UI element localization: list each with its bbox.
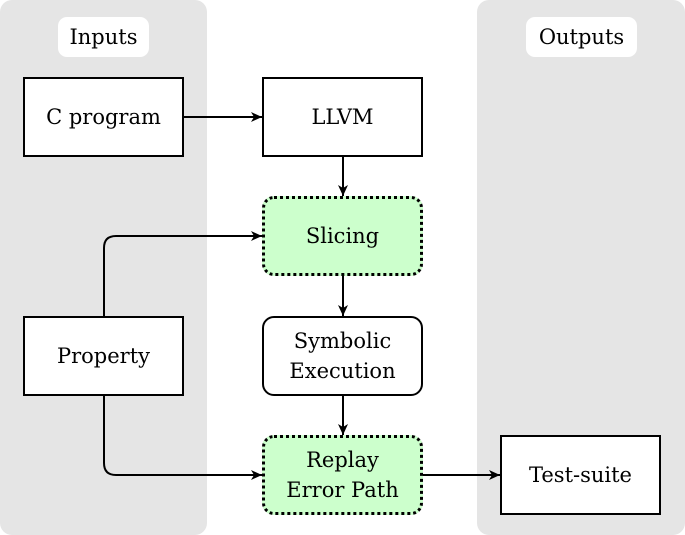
node-test-suite: Test-suite bbox=[500, 435, 661, 515]
node-c-program-label: C program bbox=[46, 105, 161, 129]
node-slicing-label: Slicing bbox=[305, 224, 380, 248]
node-c-program: C program bbox=[23, 77, 184, 157]
node-replay-error-path-label-line1: Replay bbox=[306, 448, 379, 472]
node-slicing: Slicing bbox=[262, 196, 423, 276]
node-symbolic-execution-label-line1: Symbolic bbox=[293, 329, 392, 353]
node-property: Property bbox=[23, 316, 184, 396]
node-property-label: Property bbox=[56, 344, 151, 368]
node-symbolic-execution: Symbolic Execution bbox=[262, 316, 423, 396]
outputs-panel-title: Outputs bbox=[526, 17, 637, 57]
edge-property-to-replay bbox=[103, 396, 262, 480]
node-replay-error-path-label-line2: Error Path bbox=[286, 478, 399, 502]
inputs-panel-title: Inputs bbox=[58, 17, 149, 57]
node-llvm: LLVM bbox=[262, 77, 423, 157]
node-test-suite-label: Test-suite bbox=[528, 463, 632, 487]
edge-property-to-slicing bbox=[103, 231, 262, 316]
node-symbolic-execution-label-line2: Execution bbox=[289, 359, 396, 383]
node-replay-error-path: Replay Error Path bbox=[262, 435, 423, 515]
node-llvm-label: LLVM bbox=[311, 105, 374, 129]
